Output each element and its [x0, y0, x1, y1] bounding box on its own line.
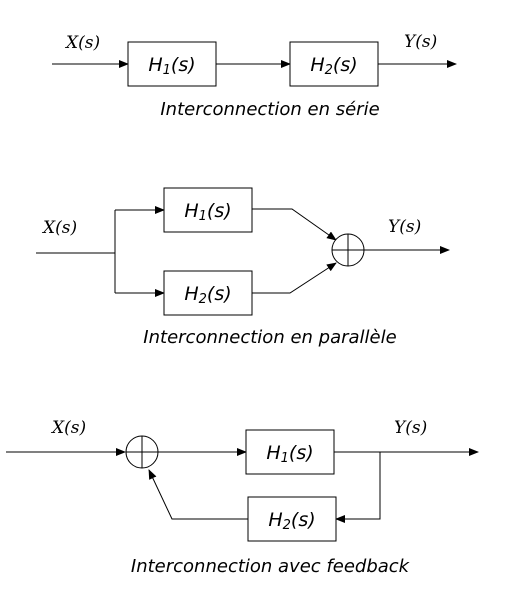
feedback-diagram: X(s) Y(s) H1(s) H2(s) Interconnection av… — [6, 418, 479, 577]
feedback-output-label: Y(s) — [394, 418, 427, 438]
parallel-h2-to-sum-arrow — [252, 262, 337, 294]
parallel-h1-block — [163, 187, 253, 233]
feedback-input-label: X(s) — [50, 418, 86, 438]
series-diagram: X(s) Y(s) H1(s) H2(s) Interconnection en… — [52, 32, 457, 120]
series-h2-label: H2(s) — [310, 54, 357, 78]
feedback-h2-block — [247, 496, 337, 542]
parallel-h2-label: H2(s) — [184, 283, 231, 307]
series-h1-label: H1(s) — [148, 54, 195, 78]
parallel-input-label: X(s) — [41, 218, 77, 238]
feedback-h1-label: H1(s) — [266, 442, 313, 466]
series-caption: Interconnection en série — [160, 99, 379, 120]
series-h2-block — [289, 41, 379, 87]
feedback-caption: Interconnection avec feedback — [131, 556, 411, 577]
feedback-return-arrow — [335, 452, 381, 523]
parallel-diagram: X(s) Y(s) H1(s) H2(s) Interconnection en… — [36, 187, 450, 348]
parallel-output-label: Y(s) — [388, 217, 421, 237]
parallel-summing-junction — [331, 233, 365, 267]
feedback-summing-junction — [125, 435, 159, 469]
parallel-h2-block — [163, 270, 253, 316]
parallel-caption: Interconnection en parallèle — [143, 327, 396, 348]
feedback-h2-to-sum-arrow — [148, 469, 248, 520]
parallel-h1-label: H1(s) — [184, 200, 231, 224]
parallel-h1-to-sum-arrow — [252, 208, 337, 241]
series-input-label: X(s) — [64, 33, 100, 53]
series-output-label: Y(s) — [404, 32, 437, 52]
feedback-h2-label: H2(s) — [268, 509, 315, 533]
